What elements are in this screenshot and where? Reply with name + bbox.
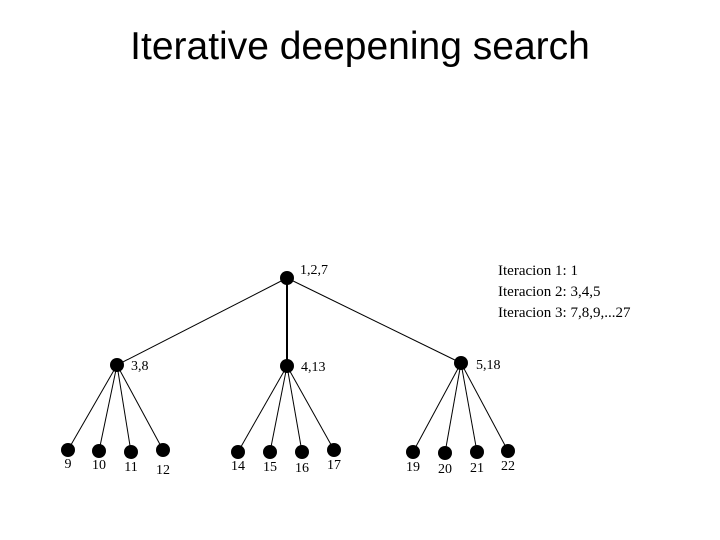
leaf-label-leaf-22: 22	[501, 459, 515, 474]
leaf-label-leaf-16: 16	[295, 461, 309, 476]
tree-edge	[269, 365, 288, 453]
iteration-line-3: Iteracion 3: 7,8,9,...27	[498, 305, 631, 321]
tree-node-leaf-11[interactable]	[124, 445, 138, 459]
node-label-n-3-8: 3,8	[131, 359, 149, 374]
tree-node-n-5-18[interactable]	[454, 356, 468, 370]
tree-node-n-3-8[interactable]	[110, 358, 124, 372]
leaf-label-leaf-9: 9	[64, 457, 72, 472]
tree-node-leaf-19[interactable]	[406, 445, 420, 459]
node-label-root: 1,2,7	[300, 263, 328, 278]
nodes-group	[61, 271, 515, 460]
tree-node-leaf-21[interactable]	[470, 445, 484, 459]
tree-node-n-4-13[interactable]	[280, 359, 294, 373]
iteration-line-1: Iteracion 1: 1	[498, 263, 578, 279]
leaf-label-leaf-11: 11	[124, 460, 138, 475]
page-title: Iterative deepening search	[130, 25, 590, 68]
tree-edge	[286, 277, 462, 364]
tree-edge	[412, 362, 462, 453]
leaf-label-leaf-17: 17	[327, 458, 341, 473]
tree-node-leaf-15[interactable]	[263, 445, 277, 459]
leaf-label-leaf-15: 15	[263, 460, 277, 475]
tree-edge	[286, 365, 335, 451]
tree-edge	[116, 364, 132, 453]
leaf-label-leaf-21: 21	[470, 461, 484, 476]
edges-group	[67, 277, 509, 454]
tree-edge	[67, 364, 118, 451]
leaf-label-leaf-20: 20	[438, 462, 452, 477]
leaf-label-leaf-19: 19	[406, 460, 420, 475]
tree-node-leaf-17[interactable]	[327, 443, 341, 457]
tree-node-root[interactable]	[280, 271, 294, 285]
iteration-line-2: Iteracion 2: 3,4,5	[498, 284, 601, 300]
tree-edge	[460, 362, 509, 452]
tree-node-leaf-12[interactable]	[156, 443, 170, 457]
tree-node-leaf-10[interactable]	[92, 444, 106, 458]
tree-node-leaf-16[interactable]	[295, 445, 309, 459]
tree-edge	[286, 365, 303, 453]
tree-edge	[116, 277, 288, 366]
leaf-label-leaf-12: 12	[156, 463, 170, 478]
tree-node-leaf-20[interactable]	[438, 446, 452, 460]
tree-edge	[116, 364, 164, 451]
leaf-label-leaf-14: 14	[231, 459, 245, 474]
tree-node-leaf-14[interactable]	[231, 445, 245, 459]
node-label-n-4-13: 4,13	[301, 360, 326, 375]
tree-edge	[237, 365, 288, 453]
tree-edge	[98, 364, 118, 452]
node-label-n-5-18: 5,18	[476, 358, 501, 373]
tree-edge	[444, 362, 462, 454]
tree-edge	[460, 362, 478, 453]
leaf-label-leaf-10: 10	[92, 458, 106, 473]
tree-node-leaf-22[interactable]	[501, 444, 515, 458]
tree-node-leaf-9[interactable]	[61, 443, 75, 457]
